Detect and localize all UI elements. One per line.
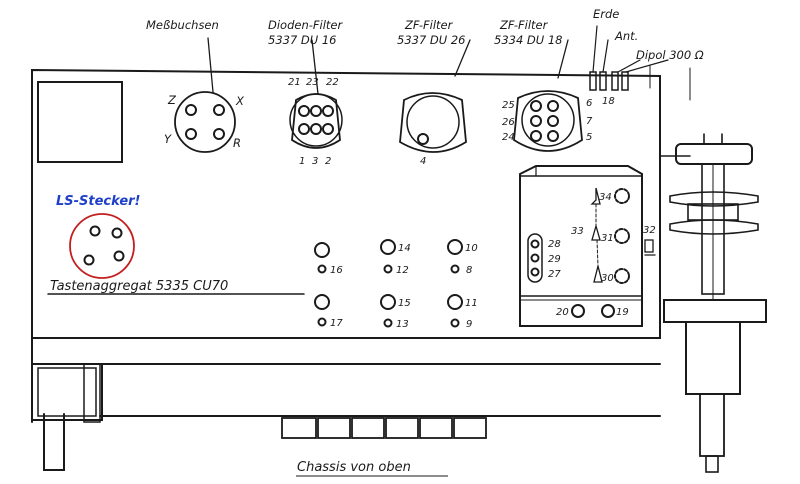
tuning-shaft-assembly <box>659 133 767 473</box>
label-ls-stecker: LS-Stecker! <box>56 194 141 209</box>
label-ant: Ant. <box>614 29 638 43</box>
label-pin-2: 2 <box>325 156 331 167</box>
label-pin-21: 21 <box>288 77 301 88</box>
label-z: Z <box>167 93 177 107</box>
diode-filter-socket <box>289 39 343 149</box>
label-dioden-filter-num: 5337 DU 16 <box>268 33 336 47</box>
label-pin-23: 23 <box>306 77 319 88</box>
label-x: X <box>235 94 245 108</box>
label-28: 28 <box>548 239 561 250</box>
label-zf-filter-2: ZF-Filter <box>499 18 549 32</box>
label-zf-filter-1: ZF-Filter <box>404 18 454 32</box>
label-erde: Erde <box>593 7 619 21</box>
label-pin-26: 26 <box>502 117 515 128</box>
label-pin-22: 22 <box>326 77 339 88</box>
label-tastenaggregat: Tastenaggregat 5335 CU70 <box>50 279 228 294</box>
label-messbuchsen: Meßbuchsen <box>146 18 219 32</box>
label-pin-5: 5 <box>586 132 592 143</box>
label-18: 18 <box>602 96 615 107</box>
label-33: 33 <box>571 226 584 237</box>
label-zf-filter-1-num: 5337 DU 26 <box>397 33 465 47</box>
zf-filter-2-socket <box>513 39 583 152</box>
label-34: 34 <box>599 192 612 203</box>
chassis-left-leg <box>31 363 103 421</box>
label-19: 19 <box>616 307 629 318</box>
label-pin-24: 24 <box>502 132 515 143</box>
label-31: 31 <box>601 233 614 244</box>
antenna-terminals <box>589 25 691 101</box>
label-14: 14 <box>398 243 411 254</box>
label-pin-3: 3 <box>312 156 318 167</box>
label-30: 30 <box>601 273 614 284</box>
label-11: 11 <box>465 298 478 309</box>
label-r: R <box>233 136 241 150</box>
label-15: 15 <box>398 298 411 309</box>
label-29: 29 <box>548 254 561 265</box>
label-16: 16 <box>330 265 343 276</box>
label-pin-25: 25 <box>502 100 515 111</box>
ls-stecker-socket <box>69 213 135 279</box>
label-10: 10 <box>465 243 478 254</box>
zf-filter-1-socket <box>399 39 471 153</box>
label-zf-filter-2-num: 5334 DU 18 <box>494 33 562 47</box>
bottom-caption: Chassis von oben <box>297 460 411 475</box>
label-13: 13 <box>396 319 409 330</box>
chassis-feet <box>281 417 487 439</box>
speaker-cutout <box>37 81 123 163</box>
chassis-outline <box>31 68 661 339</box>
socket-grid <box>314 239 463 328</box>
label-pin-1: 1 <box>299 156 305 167</box>
label-17: 17 <box>330 318 343 329</box>
label-pin-7: 7 <box>586 116 593 127</box>
label-8: 8 <box>466 265 472 276</box>
label-27: 27 <box>548 269 561 280</box>
label-dipol: Dipol 300 Ω <box>636 48 704 62</box>
label-dioden-filter: Dioden-Filter <box>268 18 343 32</box>
label-9: 9 <box>466 319 472 330</box>
label-pin-6: 6 <box>586 98 592 109</box>
label-pin-4: 4 <box>420 156 426 167</box>
label-y: Y <box>164 132 172 146</box>
label-32: 32 <box>643 225 656 236</box>
label-12: 12 <box>396 265 409 276</box>
tuner-box <box>519 165 656 327</box>
meas-socket <box>174 37 236 153</box>
label-20: 20 <box>556 307 569 318</box>
